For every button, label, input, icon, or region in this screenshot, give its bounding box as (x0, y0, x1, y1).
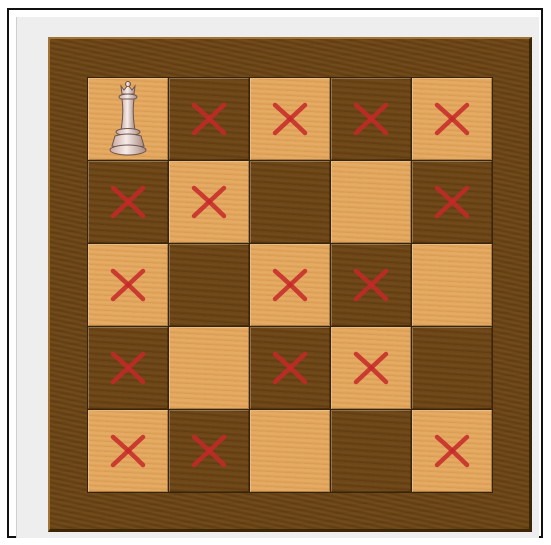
board-square-r1-c2[interactable] (169, 78, 249, 160)
board-square-r2-c1[interactable] (88, 161, 168, 243)
x-mark-icon (349, 97, 393, 141)
board-square-r3-c1[interactable] (88, 244, 168, 326)
board-square-r2-c2[interactable] (169, 161, 249, 243)
board-square-r5-c3[interactable] (250, 410, 330, 492)
board-square-r4-c2[interactable] (169, 327, 249, 409)
x-mark-icon (106, 263, 150, 307)
board-square-r4-c3[interactable] (250, 327, 330, 409)
board-square-r5-c5[interactable] (412, 410, 492, 492)
x-mark-icon (106, 346, 150, 390)
board-square-r5-c1[interactable] (88, 410, 168, 492)
board-square-r3-c5[interactable] (412, 244, 492, 326)
x-mark-icon (430, 180, 474, 224)
x-mark-icon (349, 263, 393, 307)
board-square-r3-c2[interactable] (169, 244, 249, 326)
board-square-r3-c3[interactable] (250, 244, 330, 326)
x-mark-icon (106, 429, 150, 473)
x-mark-icon (268, 97, 312, 141)
x-mark-icon (187, 180, 231, 224)
board-square-r4-c1[interactable] (88, 327, 168, 409)
board-square-r5-c4[interactable] (331, 410, 411, 492)
board-square-r1-c1[interactable] (88, 78, 168, 160)
board-square-r5-c2[interactable] (169, 410, 249, 492)
x-mark-icon (349, 346, 393, 390)
x-mark-icon (106, 180, 150, 224)
x-mark-icon (268, 263, 312, 307)
board-square-r3-c4[interactable] (331, 244, 411, 326)
x-mark-icon (430, 97, 474, 141)
board-square-r2-c5[interactable] (412, 161, 492, 243)
board-square-r4-c5[interactable] (412, 327, 492, 409)
white-queen-icon[interactable] (100, 80, 156, 158)
board-square-r2-c4[interactable] (331, 161, 411, 243)
x-mark-icon (187, 97, 231, 141)
board-square-r2-c3[interactable] (250, 161, 330, 243)
board-square-r1-c4[interactable] (331, 78, 411, 160)
x-mark-icon (430, 429, 474, 473)
x-mark-icon (187, 429, 231, 473)
x-mark-icon (268, 346, 312, 390)
board-square-r1-c5[interactable] (412, 78, 492, 160)
chess-board (87, 77, 493, 493)
board-square-r4-c4[interactable] (331, 327, 411, 409)
board-square-r1-c3[interactable] (250, 78, 330, 160)
